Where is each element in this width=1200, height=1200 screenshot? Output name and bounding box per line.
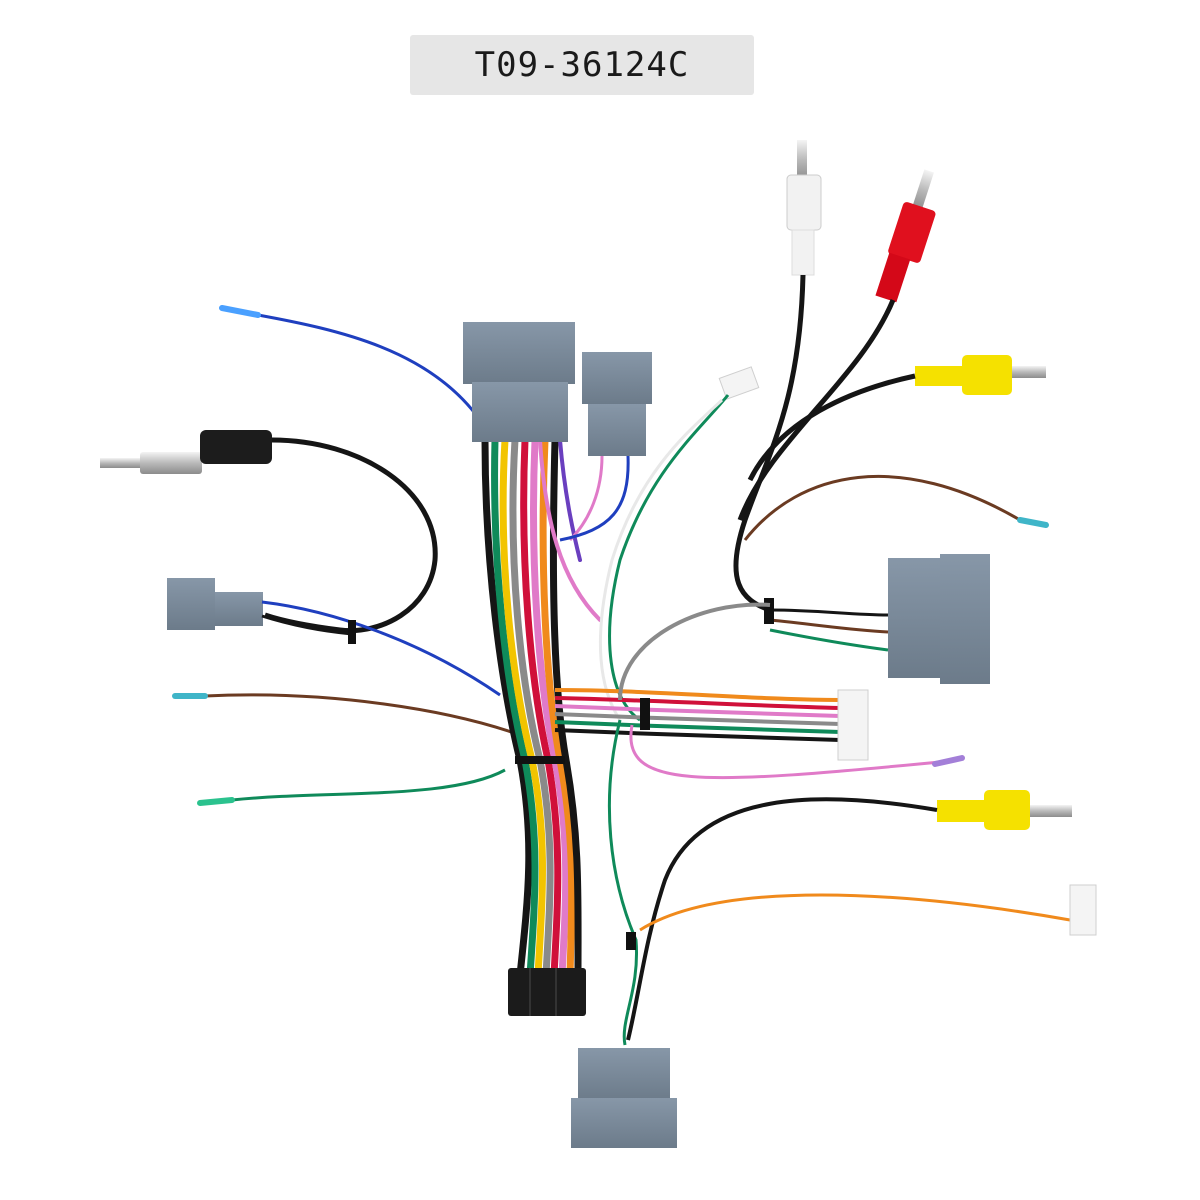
white-connector-bottom <box>1069 884 1097 936</box>
bottom-gray-connector <box>571 1048 677 1148</box>
model-code: T09-36124C <box>474 45 690 85</box>
cable-tie-right <box>764 598 774 624</box>
purple-probe-tip <box>932 755 965 767</box>
blue-wire-top-left <box>257 313 482 421</box>
cable-tie-bundle <box>515 756 565 764</box>
green-wire-left <box>231 768 506 802</box>
blue-probe-tip <box>219 305 261 318</box>
cable-tie-bottom <box>626 932 636 950</box>
rca-yellow-plug-top <box>915 355 1046 395</box>
rca-cables <box>733 274 916 613</box>
main-gray-connector <box>463 322 575 442</box>
rca-white-plug <box>786 140 822 276</box>
green-probe-tip <box>197 797 235 806</box>
secondary-gray-connector <box>582 352 652 456</box>
small-connector-wires <box>261 600 501 697</box>
brown-wire-right <box>743 474 1021 541</box>
rca-yellow-plug-bottom <box>937 790 1072 830</box>
brown-wire-left <box>204 693 521 737</box>
white-connector-right <box>837 689 869 761</box>
antenna-plug <box>100 430 272 474</box>
orange-wire <box>639 893 1071 932</box>
green-white-wires <box>598 394 730 722</box>
white-connector-top <box>718 366 760 400</box>
teal-probe-tip-right <box>1017 517 1049 528</box>
right-gray-connector <box>888 554 990 684</box>
rca-red-plug <box>875 169 936 303</box>
pink-wire <box>629 724 941 780</box>
main-wire-bundle <box>481 436 602 979</box>
model-label-badge: T09-36124C <box>410 35 754 95</box>
green-wire-down <box>607 719 639 1046</box>
cable-tie-horizontal <box>640 698 650 730</box>
antenna-cable <box>264 437 438 634</box>
black-iso-connector <box>508 968 586 1016</box>
small-gray-connector <box>167 578 263 630</box>
horizontal-wire-bundle <box>554 602 841 742</box>
secondary-connector-wires <box>559 455 630 542</box>
black-wire-bottom-rca <box>626 797 938 1041</box>
right-connector-wires <box>769 608 889 652</box>
cable-tie-left <box>348 620 356 644</box>
